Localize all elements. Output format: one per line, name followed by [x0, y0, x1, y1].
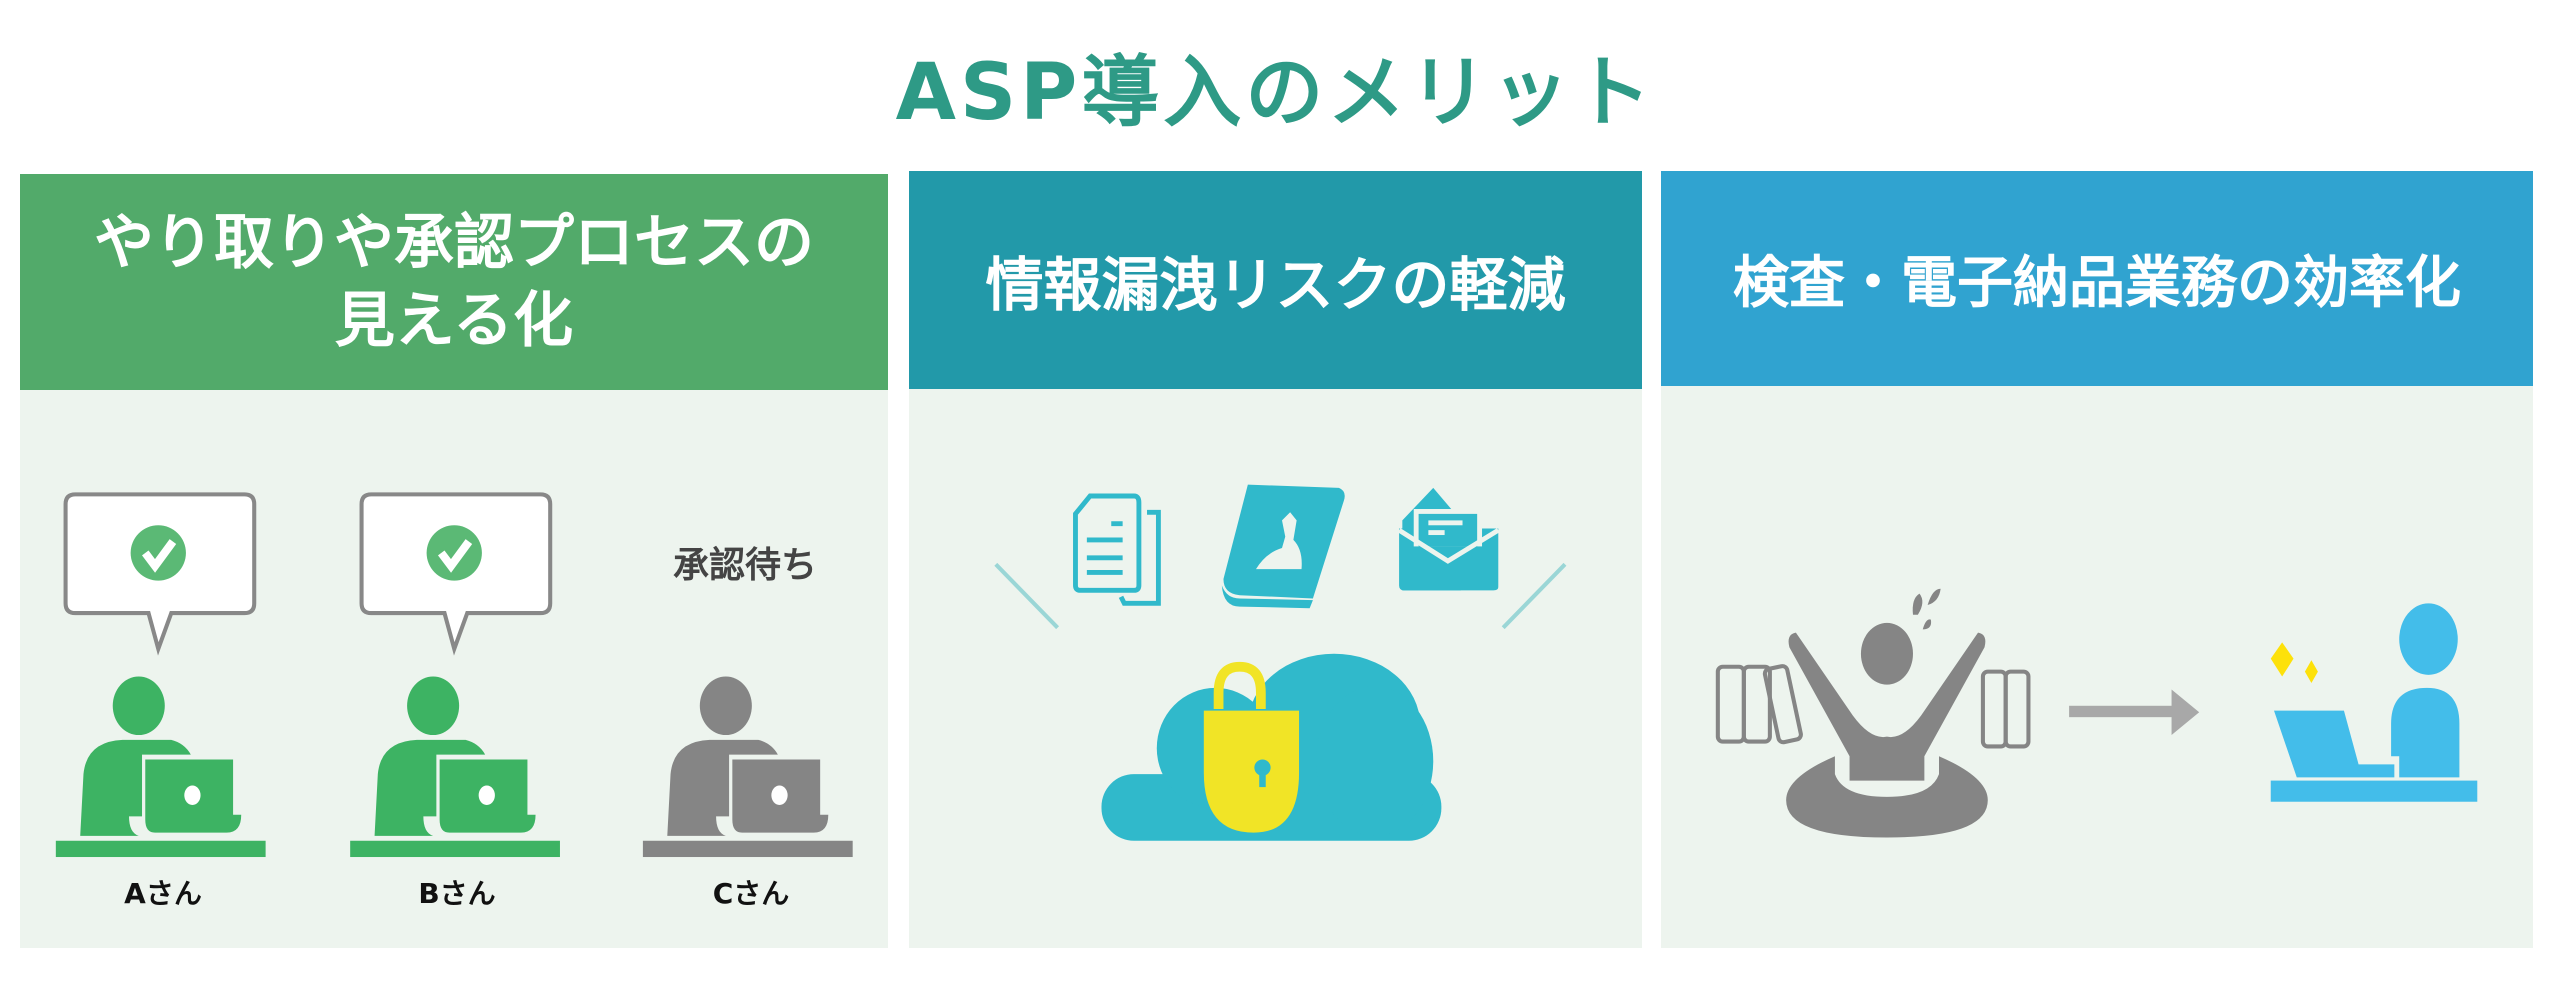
page-title: ASP導入のメリット	[895, 48, 1656, 138]
person-c-icon	[642, 676, 853, 858]
arrow-right-icon	[2069, 689, 2200, 736]
overwhelmed-person-icon	[1786, 588, 1988, 838]
person-b-label: Bさん	[418, 877, 496, 910]
efficient-worker-icon	[2270, 603, 2478, 802]
person-c-label: Cさん	[712, 877, 790, 910]
person-a-icon	[55, 676, 266, 858]
panel-security-heading: 情報漏洩リスクの軽減	[909, 171, 1642, 389]
apple-logo-icon	[184, 785, 788, 805]
approval-bubble-b	[362, 494, 551, 648]
padlock-icon	[1203, 661, 1300, 833]
address-book-icon	[1221, 484, 1345, 609]
heading-line-1: やり取りや承認プロセスの	[94, 208, 814, 278]
envelope-icon	[1397, 487, 1500, 591]
person-a-label: Aさん	[124, 877, 202, 910]
approval-bubble-a	[66, 494, 255, 648]
person-b-icon	[350, 676, 560, 858]
panel-efficiency-heading: 検査・電子納品業務の効率化	[1661, 171, 2533, 386]
decor-lines	[994, 562, 1567, 630]
pending-approval-label: 承認待ち	[672, 545, 818, 586]
heading-line-2: 見える化	[334, 286, 574, 356]
sparkle-icon	[2270, 642, 2318, 684]
panel-visibility-heading: やり取りや承認プロセスの 見える化	[20, 174, 888, 390]
document-icon	[1073, 493, 1161, 606]
binders-left-icon	[1715, 664, 2031, 749]
